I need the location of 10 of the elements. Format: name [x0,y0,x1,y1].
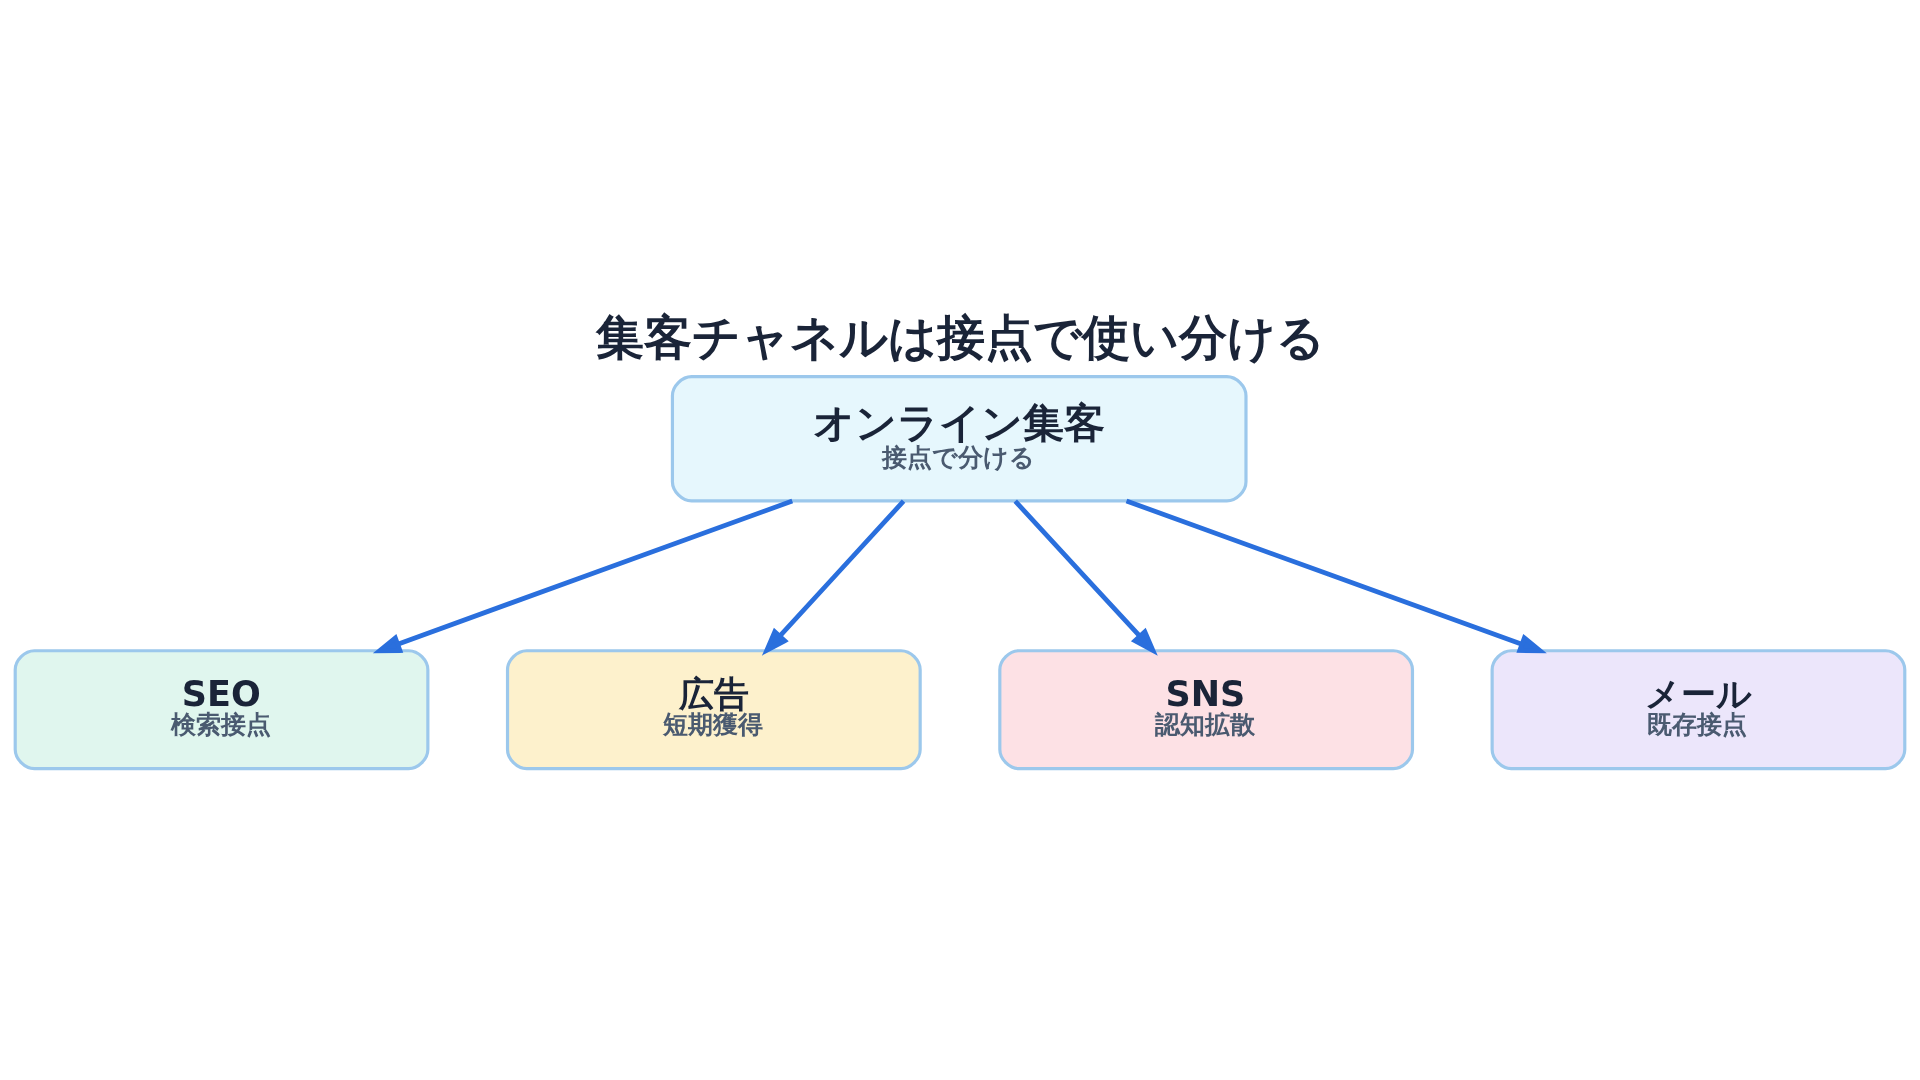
diagram-title: 集客チャネルは接点で使い分ける [595,310,1325,366]
arrow [372,498,794,654]
arrow [1125,498,1547,654]
node-box: SEO 検索接点 [13,649,430,771]
node-box: メール 既存接点 [1490,649,1907,771]
node-box: 広告 短期獲得 [505,649,922,771]
node-box: SNS 認知拡散 [998,649,1415,771]
arrow [761,499,906,656]
arrow [1013,499,1158,656]
node-box: オンライン集客 接点で分ける [670,375,1248,503]
